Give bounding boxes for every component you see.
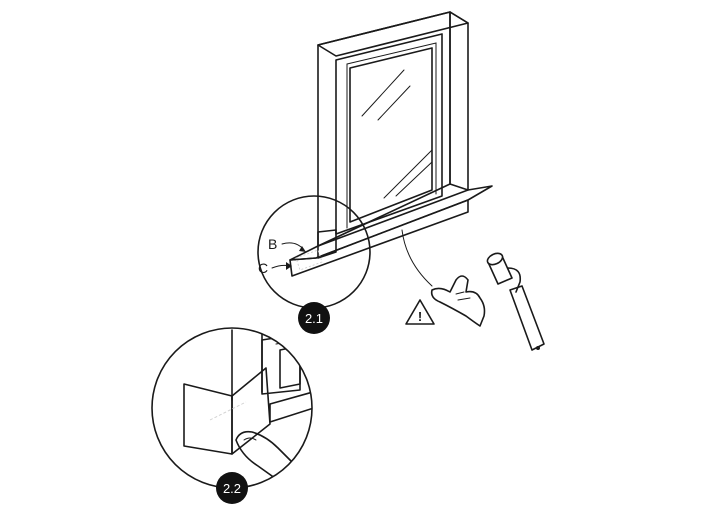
detail-circle-2-2 (151, 327, 313, 489)
window-frame (317, 11, 469, 247)
step-badge-2-2: 2.2 (216, 472, 248, 504)
label-c-callout: C (258, 260, 292, 276)
step-badge-2-2-label: 2.2 (223, 481, 241, 496)
thumb-press-hand-icon (430, 275, 486, 327)
warning-symbol: ! (418, 309, 422, 324)
label-b-callout: B (268, 236, 306, 252)
label-c: C (258, 260, 268, 276)
sill-membrane (289, 185, 493, 277)
detail-circle-2-1 (257, 195, 371, 309)
step-badge-2-1-label: 2.1 (305, 311, 323, 326)
step-badge-2-1: 2.1 (298, 302, 330, 334)
window-glass (349, 47, 433, 223)
guide-line (401, 229, 433, 287)
pressure-roller-icon (486, 252, 545, 351)
label-b: B (268, 236, 277, 252)
warning-triangle-icon: ! (405, 299, 435, 325)
